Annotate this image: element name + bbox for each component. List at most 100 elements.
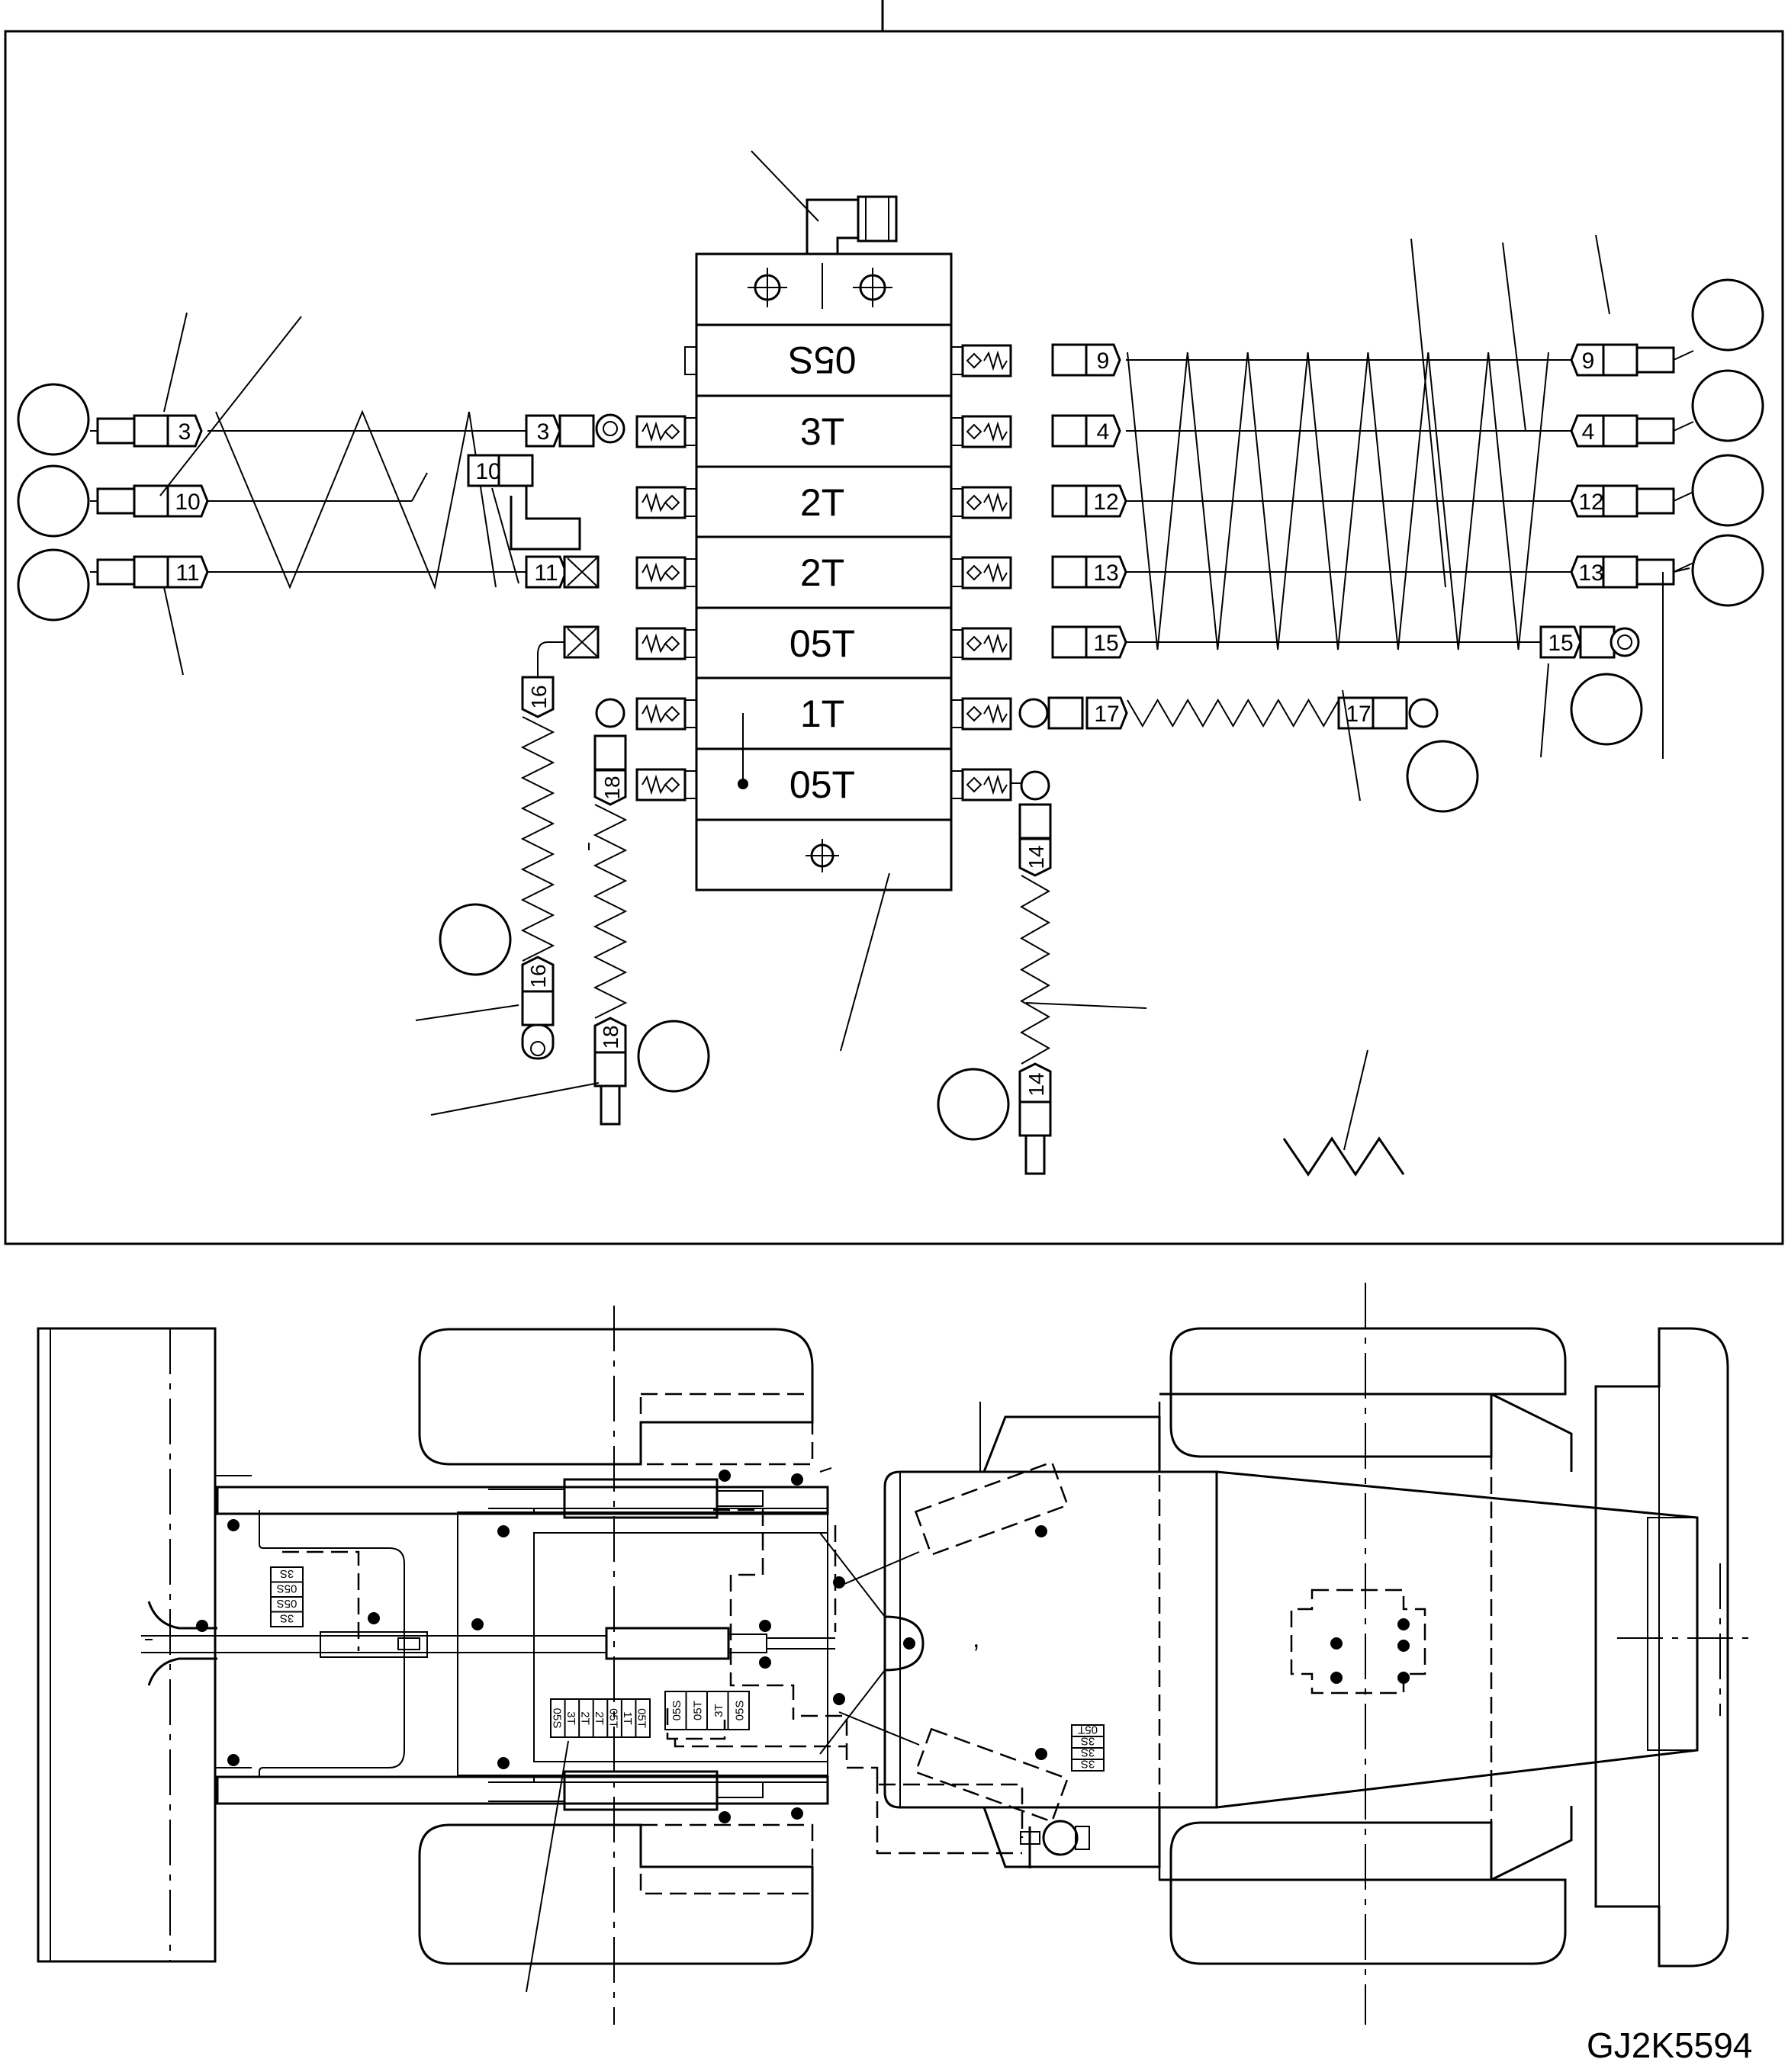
drawing-code: GJ2K5594 (1587, 2025, 1753, 2065)
valve-symbol-label: 3S (280, 1611, 294, 1624)
hose-number-tag: 18 (593, 769, 627, 806)
comma-mark: , (973, 1624, 979, 1653)
check-valve-right (961, 344, 1012, 377)
hose-number-text: 15 (1548, 631, 1573, 656)
hose-number-text: 11 (175, 561, 199, 586)
hose-spiral (1127, 699, 1339, 728)
hose-spiral (593, 804, 628, 1019)
hose-number-tag: 3 (525, 414, 561, 448)
hose-number-tag: 15 (1085, 625, 1127, 659)
check-valve-right (961, 627, 1012, 660)
hose-number-tag: 11 (525, 555, 568, 589)
check-valve-left (635, 486, 687, 519)
valve-section: 2T (635, 535, 1012, 609)
hose-number-text: 14 (1024, 845, 1048, 869)
hose-number-text: 13 (1578, 561, 1603, 586)
valve-section-label: 05S (789, 339, 857, 381)
valve-symbol-label: 05T (635, 1708, 648, 1728)
valve-section: 05S (684, 323, 1012, 397)
valve-symbol-label: 3S (1081, 1735, 1095, 1748)
pump (1020, 1820, 1090, 1868)
hose-number-text: 17 (1346, 702, 1371, 727)
hose-number-text: 10 (475, 459, 500, 484)
hose-number-text: 16 (526, 964, 550, 988)
valve-section-label: 2T (800, 481, 844, 524)
hose-number-tag: 3 (166, 414, 203, 448)
hose-symbol (1282, 1136, 1405, 1177)
valve-symbol-label: 2T (593, 1711, 606, 1725)
hose-number-text: 4 (1582, 419, 1595, 445)
hose-number-tag: 17 (1337, 696, 1380, 730)
bolt-dots (196, 1470, 1410, 1823)
hose-number-text: 10 (175, 490, 200, 515)
hose-number-text: 4 (1097, 419, 1110, 445)
blade (37, 1327, 252, 1963)
detail-frame (4, 30, 1784, 1245)
check-valve-right (961, 556, 1012, 589)
valve-symbol-label: 05T (1078, 1723, 1098, 1736)
hose-number-text: 18 (600, 776, 624, 799)
hose-number-text: 14 (1024, 1072, 1048, 1096)
steering-cylinders (819, 1460, 1069, 1823)
hose-number-text: 12 (1578, 490, 1603, 515)
hose-number-tag: 11 (166, 555, 209, 589)
valve-symbol-label: 3S (1081, 1758, 1095, 1771)
hose-number-text: 9 (1097, 349, 1110, 374)
valve-top-ports (748, 263, 892, 309)
valve-symbol-label: 1T (621, 1711, 634, 1725)
valve-section: 05T (635, 747, 1012, 821)
valve-symbol-label: 05S (550, 1708, 563, 1729)
dashed-hydraulic-lines (282, 1508, 1024, 1855)
leader-lines (159, 234, 1664, 1151)
hose-number-tag: 4 (1085, 414, 1121, 448)
valve-section-label: 05T (789, 763, 855, 806)
frame-rails (216, 1486, 829, 1805)
hose-number-text: 9 (1582, 349, 1595, 374)
valve-symbol-label: 3T (564, 1711, 577, 1725)
hose-spiral (520, 716, 555, 962)
hose-number-tag: 17 (1085, 696, 1128, 730)
solenoid-connector (751, 150, 898, 255)
hose-number-tag: 14 (1018, 837, 1052, 877)
hose-number-text: 15 (1093, 631, 1118, 656)
hose-number-text: 3 (178, 419, 191, 445)
check-valve-right (961, 768, 1012, 801)
blade-mount (147, 1601, 217, 1686)
check-valve-right (961, 486, 1012, 519)
left-rear-wheel (418, 1823, 814, 1965)
hose-number-text: 17 (1094, 702, 1119, 727)
valve-section-label: 3T (800, 410, 844, 453)
valve-symbol-label: 05S (733, 1701, 746, 1721)
hose-number-tag: 16 (521, 956, 555, 993)
hose-number-text: 13 (1093, 561, 1118, 586)
valve-symbol-label: 3T (712, 1704, 725, 1717)
lift-cylinders (141, 1478, 835, 1811)
check-valve-left (635, 697, 687, 731)
reference-balloons (17, 278, 1764, 1141)
check-valve-left (635, 556, 687, 589)
valve-section: 05T (635, 606, 1012, 680)
hose-number-tag: 16 (521, 676, 555, 718)
rear-frame (883, 1283, 1751, 2025)
check-valve-left (635, 768, 687, 801)
hose-number-tag: 14 (1018, 1062, 1052, 1103)
hose-spiral (1127, 352, 1549, 651)
valve-section-label: 1T (800, 692, 844, 735)
valve-section: 1T (635, 676, 1012, 750)
hose-number-text: 18 (599, 1025, 622, 1049)
check-valve-right (961, 415, 1012, 448)
hose-number-tag: 10 (166, 484, 209, 518)
valve-symbol-label: 05S (670, 1701, 683, 1721)
hose-spiral (215, 410, 497, 590)
hose-number-text: 12 (1093, 490, 1118, 515)
hose-spiral (1019, 875, 1051, 1065)
valve-symbol-label: 3S (1081, 1746, 1095, 1759)
